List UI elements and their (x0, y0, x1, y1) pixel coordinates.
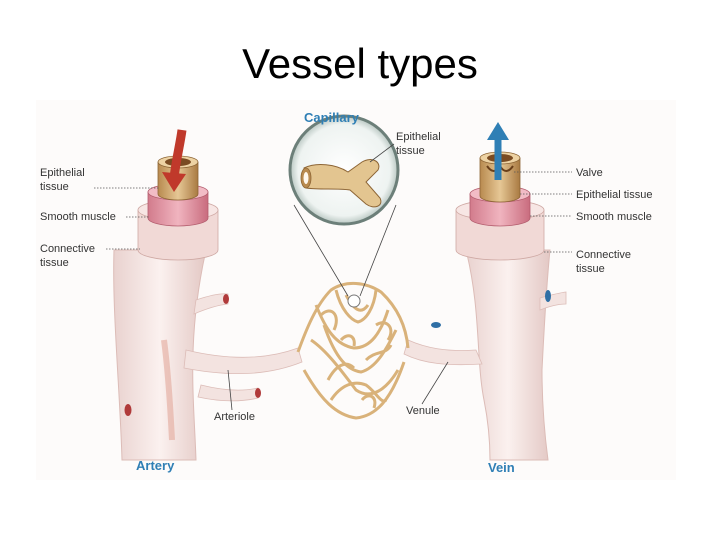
artery-flow-arrow (162, 129, 187, 192)
vein-connective-label-2: tissue (576, 263, 605, 275)
vein-vessel (403, 249, 567, 461)
vein-label: Vein (488, 460, 515, 475)
capillary-epithelial-label-1: Epithelial (396, 131, 441, 143)
artery-connective-label-1: Connective (40, 243, 95, 255)
arteriole-label: Arteriole (214, 411, 255, 423)
arteriole-leader (227, 369, 233, 411)
artery-epithelial-label-2: tissue (40, 181, 69, 193)
slide-title: Vessel types (242, 40, 478, 87)
artery-label: Artery (136, 458, 175, 473)
vein-epithelial-label: Epithelial tissue (576, 189, 652, 201)
capillary-network (296, 282, 410, 420)
vessel-types-diagram: Epithelial tissue Smooth muscle Connecti… (36, 100, 676, 480)
vessel-diagram-svg: Epithelial tissue Smooth muscle Connecti… (36, 100, 676, 480)
artery-smooth-muscle-label: Smooth muscle (40, 211, 116, 223)
artery-epithelial-label-1: Epithelial (40, 167, 85, 179)
capillary-epithelial-leader (369, 143, 395, 163)
vein-connective-label-1: Connective (576, 249, 631, 261)
magnified-spot (347, 294, 361, 308)
capillary-epithelial-label-2: tissue (396, 145, 425, 157)
vein-smooth-muscle-label: Smooth muscle (576, 211, 652, 223)
artery-connective-label-2: tissue (40, 257, 69, 269)
vein-valve-label: Valve (576, 167, 603, 179)
venule-label: Venule (406, 405, 440, 417)
capillary-label: Capillary (304, 110, 360, 125)
venule-leader (421, 361, 449, 405)
vein-flow-arrow (487, 122, 509, 180)
artery-vessel (113, 249, 303, 461)
artery-cross-section (137, 155, 219, 261)
capillary-magnifier (288, 114, 400, 297)
